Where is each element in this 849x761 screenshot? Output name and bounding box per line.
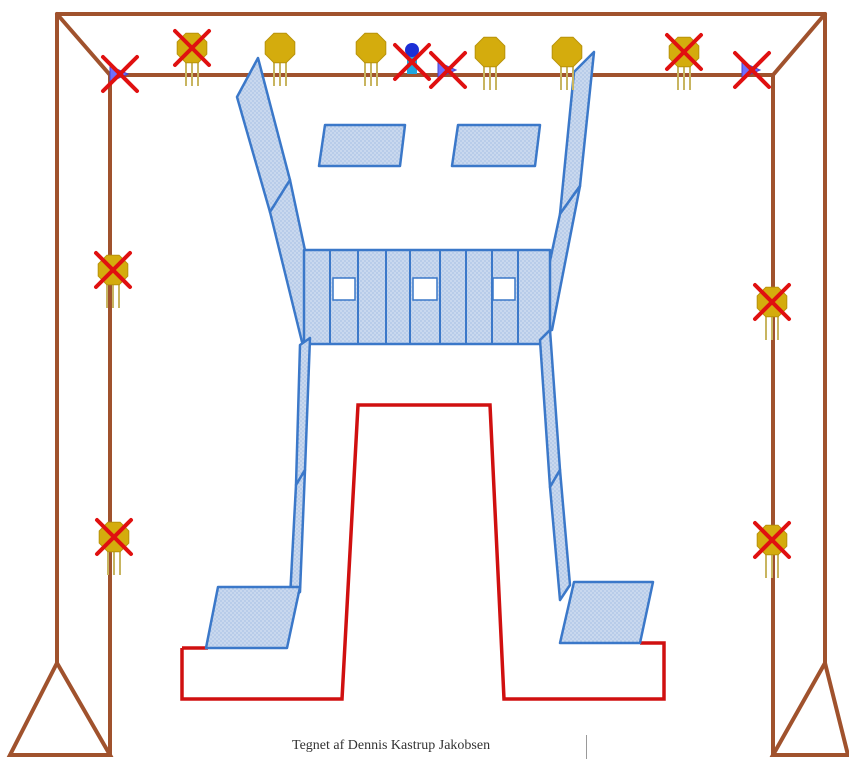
fixture-top-3 [355,32,387,86]
panel-bottom-riser-left [204,585,302,650]
wall-window [332,277,356,301]
panel-left-leg-upper [294,336,312,487]
center-wall-details [329,250,519,344]
truss-corner-left [55,12,112,77]
text-cursor [586,735,587,759]
par-can-icon [551,36,583,68]
disabled-x-mark [429,51,467,89]
disabled-x-mark [101,55,139,93]
panel-top-riser-left [317,123,407,168]
stage-outline [180,403,666,701]
fixture-corner-left [101,55,139,93]
wall-window [492,277,516,301]
disabled-x-mark [95,518,133,556]
par-can-icon [474,36,506,68]
panel-bottom-riser-right [558,580,655,645]
truss-base-right [769,661,849,757]
fixture-right-1 [753,283,791,340]
par-can-icon [355,32,387,64]
disabled-x-mark [733,51,771,89]
panel-right-leg-upper [538,328,562,489]
truss-base-left [6,661,114,757]
fixture-top-2 [264,32,296,86]
truss-frame [6,12,849,757]
fixture-right-2 [753,521,791,578]
disabled-x-mark [753,283,791,321]
truss-corner-right [771,12,827,77]
fixture-top-5 [551,36,583,90]
fixture-center-1 [393,43,431,81]
disabled-x-mark [753,521,791,559]
fixture-left-2 [95,518,133,575]
disabled-x-mark [173,29,211,67]
set-panels [204,50,655,650]
wall-window [412,277,438,301]
fixtures-layer [94,29,791,578]
disabled-x-mark [665,33,703,71]
disabled-x-mark [94,251,132,289]
moving-head-top [405,43,419,57]
center-wall-windows [332,277,516,301]
panel-left-wing-upper [235,56,292,214]
drawing-credit: Tegnet af Dennis Kastrup Jakobsen [292,738,491,753]
fixture-corner-right [733,51,771,89]
fixture-left-1 [94,251,132,308]
par-can-icon [264,32,296,64]
panel-right-leg-lower [548,468,572,602]
disabled-x-mark [393,43,431,81]
panel-top-riser-right [450,123,542,168]
fixture-top-4 [474,36,506,90]
fixture-top-6 [665,33,703,90]
fixture-top-1 [173,29,211,86]
fixture-center-2 [429,51,467,89]
panel-left-leg-lower [288,468,307,600]
